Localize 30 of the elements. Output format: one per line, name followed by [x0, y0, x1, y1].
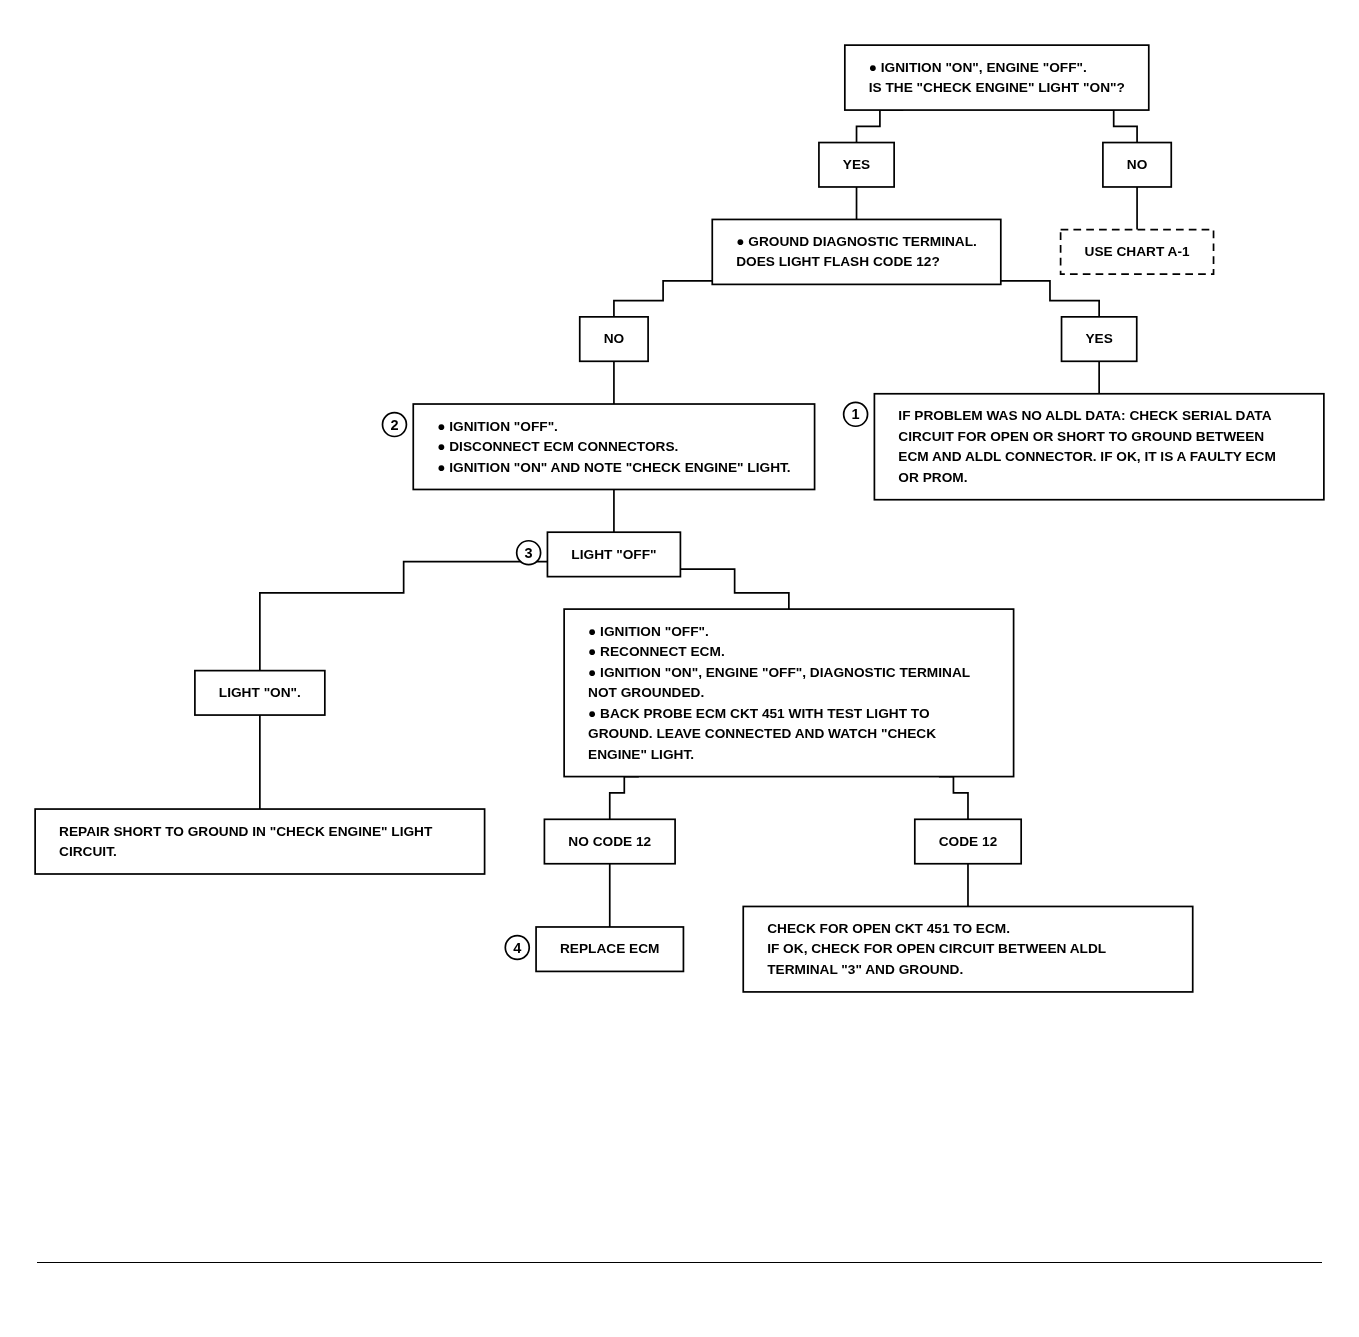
node-box: ● IGNITION "ON", ENGINE "OFF". IS THE "CHECK ENGINE" LIGHT "ON"? — [843, 44, 1150, 111]
node-box: NO — [578, 316, 649, 363]
connector — [967, 862, 969, 908]
connector — [1098, 360, 1100, 395]
node-box: USE CHART A-1 — [1059, 228, 1215, 275]
connector — [613, 360, 615, 405]
connector — [259, 714, 261, 810]
node-box: YES — [818, 141, 895, 188]
node-box: IF PROBLEM WAS NO ALDL DATA: CHECK SERIAL DATA CIRCUIT FOR OPEN OR SHORT TO GROUND BETWEEN ECM AND ALDL CONNECTOR. IF OK, IT IS A FAULTY ECM OR PROM. — [873, 392, 1325, 501]
node-box: YES — [1060, 316, 1138, 363]
callout-number: 3 — [515, 539, 542, 566]
callout-number: 1 — [842, 401, 869, 428]
node-box: ● IGNITION "OFF". ● RECONNECT ECM. ● IGNITION "ON", ENGINE "OFF", DIAGNOSTIC TERMINAL NOT GROUNDED. ● BACK PROBE ECM CKT 451 WITH TEST LIGHT TO GROUND. LEAVE CONNECTED AND WATCH "CHECK ENGINE" LIGHT. — [563, 608, 1015, 778]
connector — [613, 488, 615, 534]
connector — [608, 862, 611, 928]
connector — [1136, 186, 1138, 231]
callout-number: 2 — [381, 411, 408, 438]
node-box: REPLACE ECM — [535, 926, 685, 973]
connector — [613, 280, 714, 318]
callout-number: 4 — [504, 934, 531, 961]
node-box: ● GROUND DIAGNOSTIC TERMINAL. DOES LIGHT FLASH CODE 12? — [711, 218, 1002, 286]
node-box: CHECK FOR OPEN CKT 451 TO ECM. IF OK, CHECK FOR OPEN CIRCUIT BETWEEN ALDL TERMINAL "3" AND GROUND. — [742, 905, 1194, 993]
node-box: LIGHT "OFF" — [546, 531, 682, 578]
node-box: LIGHT "ON". — [194, 669, 326, 716]
node-box: NO CODE 12 — [543, 818, 676, 865]
node-box: ● IGNITION "OFF". ● DISCONNECT ECM CONNECTORS. ● IGNITION "ON" AND NOTE "CHECK ENGINE" LIGHT. — [412, 403, 816, 491]
node-box: NO — [1102, 141, 1173, 188]
node-box: REPAIR SHORT TO GROUND IN "CHECK ENGINE" LIGHT CIRCUIT. — [34, 808, 486, 875]
connector — [855, 186, 858, 221]
node-box: CODE 12 — [913, 818, 1022, 865]
